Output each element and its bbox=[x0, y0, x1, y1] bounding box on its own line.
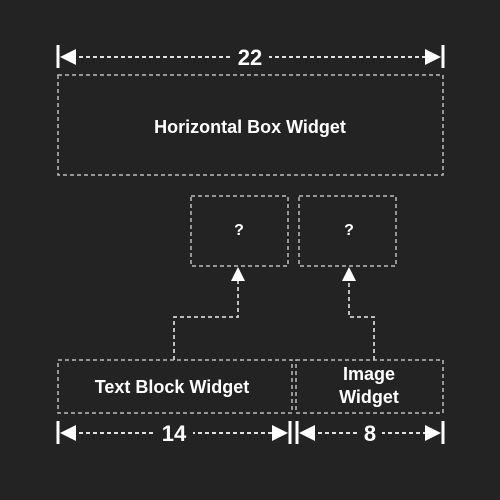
image-widget-label-line2: Widget bbox=[339, 387, 399, 407]
unknown-slot-left-label: ? bbox=[234, 222, 244, 239]
arrowhead-right-icon bbox=[425, 49, 441, 65]
text-block-outline bbox=[57, 359, 293, 414]
image-widget-label-line1: Image bbox=[343, 364, 395, 384]
arrow-up-icon bbox=[342, 267, 356, 281]
arrow-up-icon bbox=[231, 267, 245, 281]
dimension-label-image: 8 bbox=[364, 421, 376, 446]
horizontal-box-label: Horizontal Box Widget bbox=[154, 117, 346, 137]
unknown-slot-right[interactable]: ? bbox=[298, 195, 397, 267]
dimension-label-total: 22 bbox=[238, 45, 262, 70]
arrowhead-right-icon bbox=[425, 425, 441, 441]
connector-text-to-slot bbox=[173, 267, 245, 360]
connector-line bbox=[173, 280, 239, 360]
horizontal-box-widget[interactable]: Horizontal Box Widget bbox=[57, 74, 444, 176]
arrowhead-right-icon bbox=[272, 425, 288, 441]
dimension-label-bg bbox=[155, 420, 193, 446]
dimension-image: 8 bbox=[295, 420, 445, 446]
text-block-widget[interactable]: Text Block Widget bbox=[57, 359, 293, 414]
unknown-slot-left[interactable]: ? bbox=[190, 195, 289, 267]
text-block-label: Text Block Widget bbox=[95, 377, 250, 397]
image-widget[interactable]: Image Widget bbox=[295, 359, 444, 414]
arrowhead-left-icon bbox=[60, 425, 76, 441]
arrowhead-left-icon bbox=[299, 425, 315, 441]
horizontal-box-outline bbox=[57, 74, 444, 176]
connector-line bbox=[348, 280, 375, 360]
dimension-label-bg bbox=[358, 420, 382, 446]
unknown-slot-right-label: ? bbox=[344, 222, 354, 239]
connector-image-to-slot bbox=[342, 267, 375, 360]
dimension-text-block: 14 bbox=[56, 420, 292, 446]
image-widget-outline bbox=[295, 359, 444, 414]
dimension-label-bg bbox=[231, 44, 269, 70]
dimension-label-text-block: 14 bbox=[162, 421, 187, 446]
dimension-total: 22 bbox=[56, 44, 445, 70]
arrowhead-left-icon bbox=[60, 49, 76, 65]
